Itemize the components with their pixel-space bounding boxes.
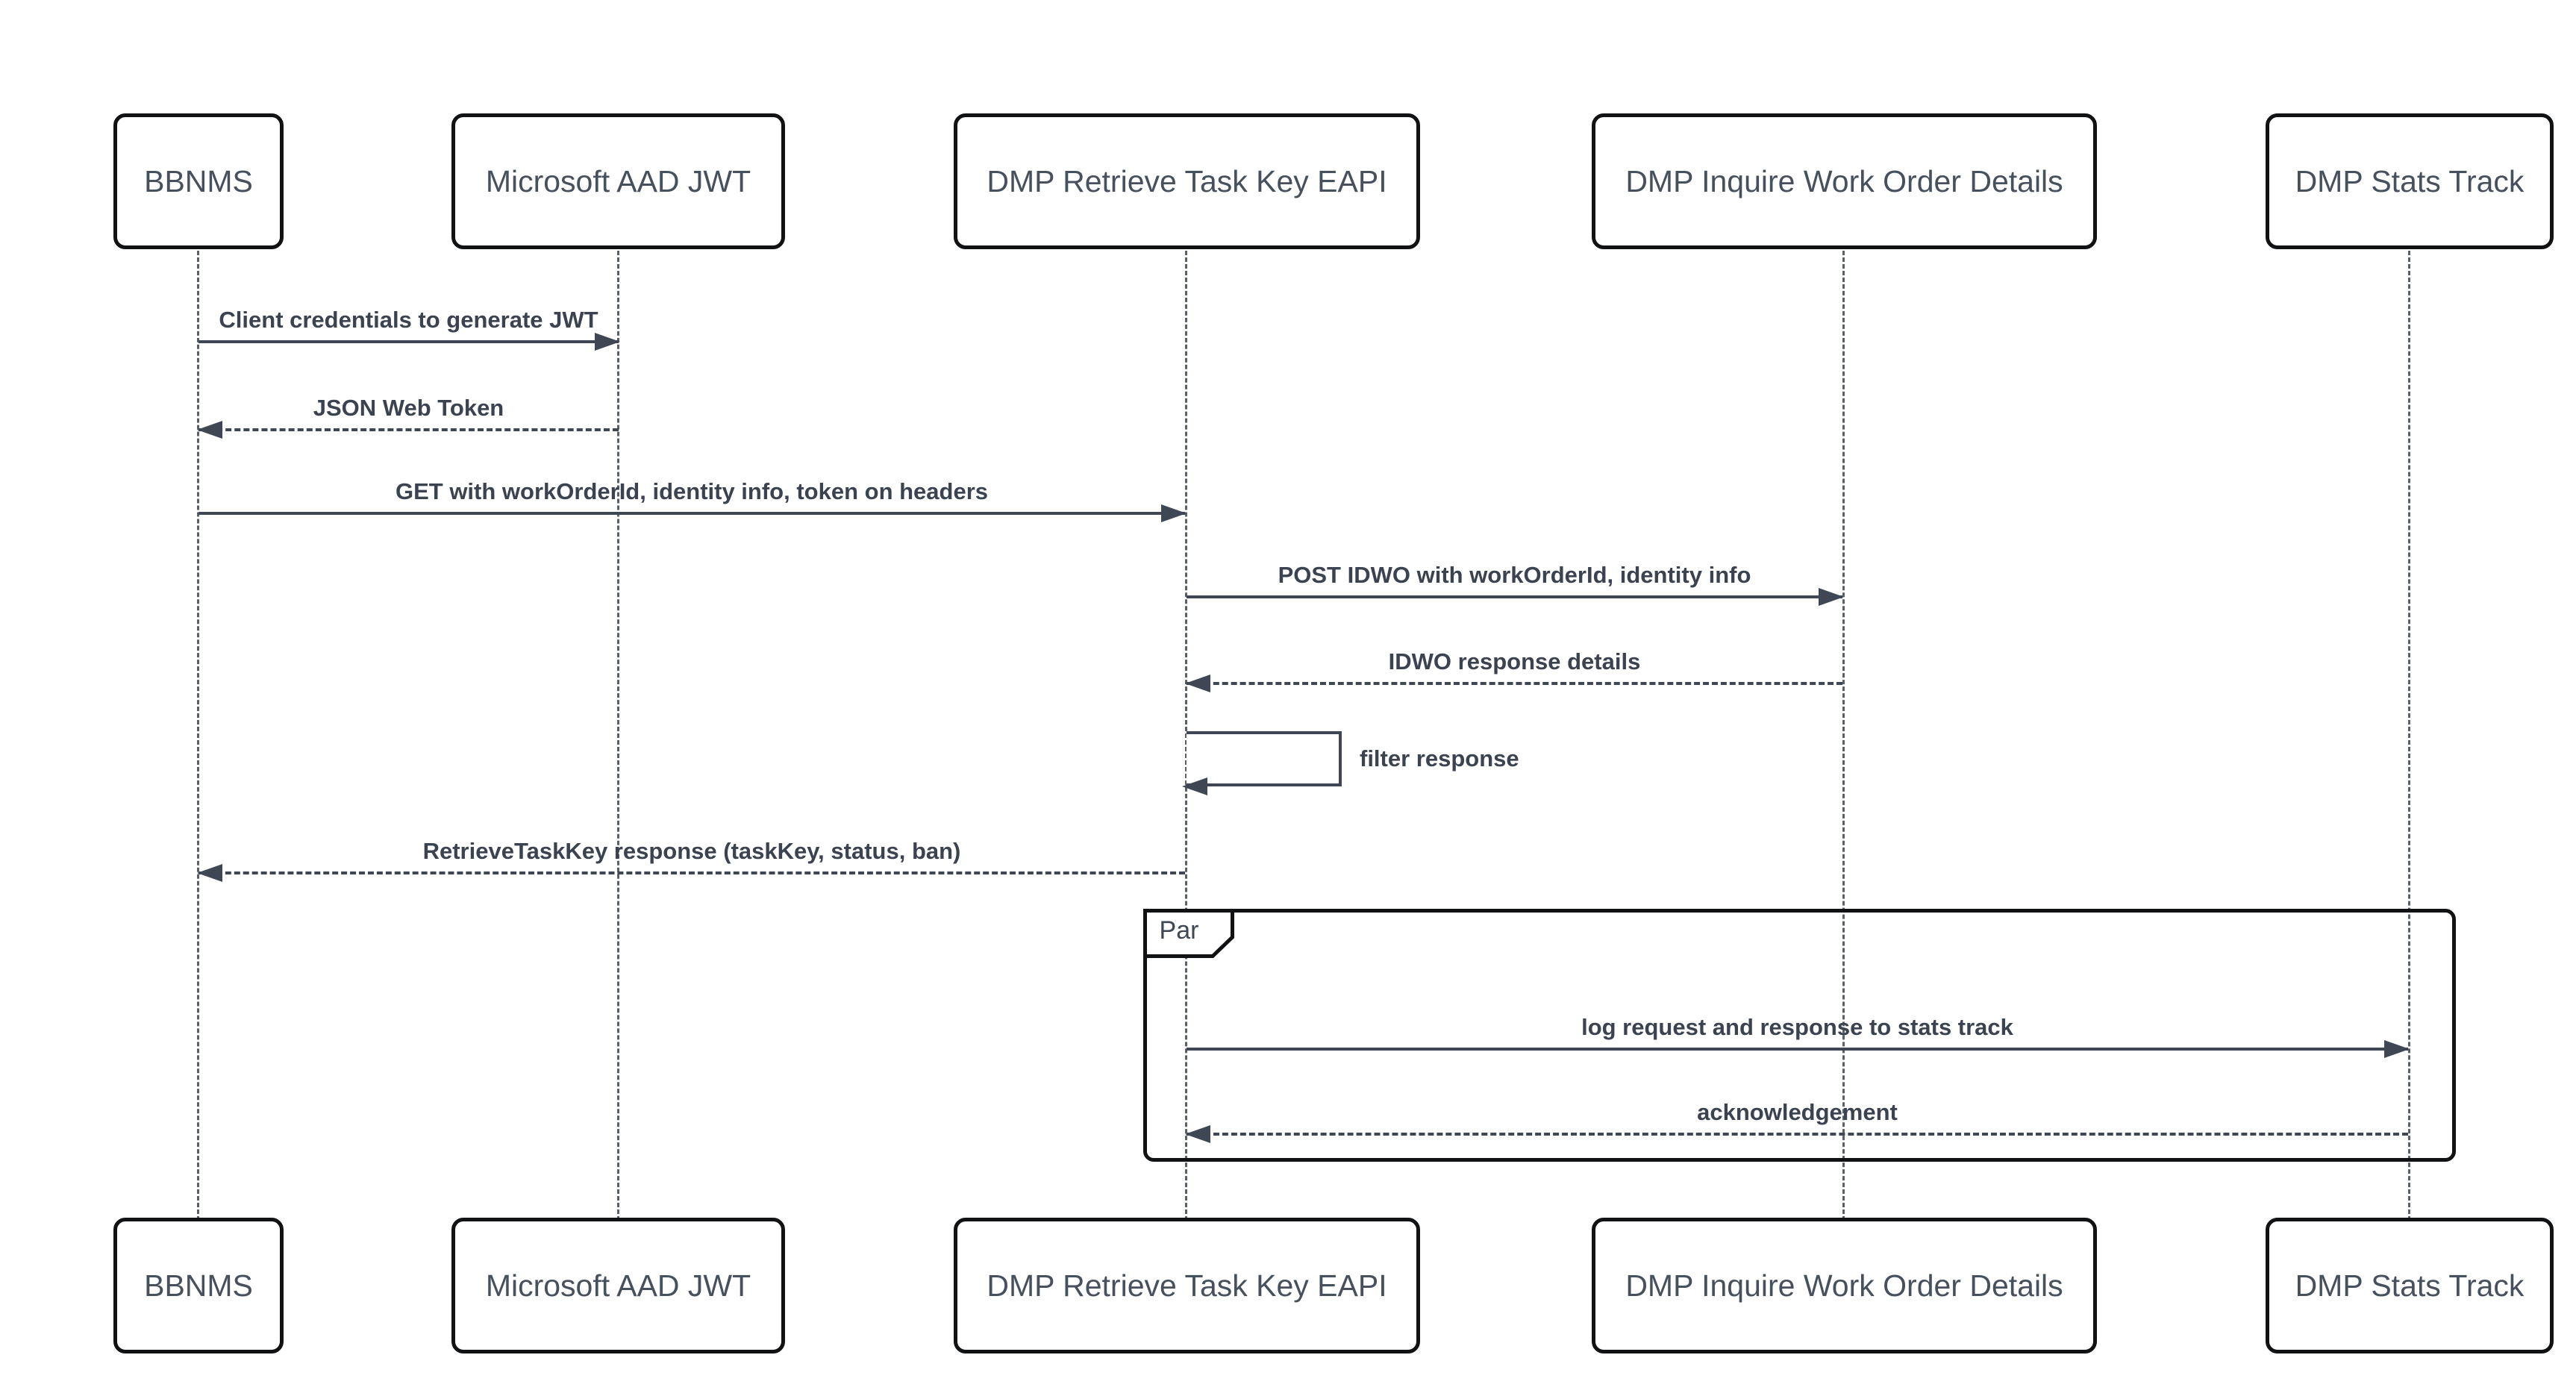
message-arrow-solid (198, 504, 1187, 522)
message-acknowledgement: acknowledgement (1185, 1097, 2408, 1143)
arrowhead-left-icon (1185, 1125, 1210, 1143)
message-label: IDWO response details (1388, 648, 1641, 675)
message-client-credentials: Client credentials to generate JWT (198, 304, 620, 351)
lifeline-bbnms (197, 251, 199, 1221)
participant-label: BBNMS (144, 163, 253, 198)
message-label: POST IDWO with workOrderId, identity inf… (1278, 562, 1751, 588)
participant-label: DMP Retrieve Task Key EAPI (987, 1268, 1387, 1303)
arrowhead-left-icon (1182, 777, 1207, 795)
arrowhead-right-icon (1819, 588, 1844, 606)
message-arrow-dashed (1185, 675, 1842, 692)
message-retrievetaskkey-response: RetrieveTaskKey response (taskKey, statu… (197, 836, 1185, 882)
message-filter-response-self-loop: filter response (1182, 731, 1519, 795)
message-arrow-dashed (197, 864, 1185, 882)
lifeline-dmp-inquire-work-order-details (1842, 251, 1845, 1221)
arrowhead-left-icon (197, 864, 222, 882)
message-label: log request and response to stats track (1581, 1014, 2013, 1040)
participant-dmp-retrieve-task-key-eapi-bottom: DMP Retrieve Task Key EAPI (954, 1218, 1420, 1353)
message-post-idwo: POST IDWO with workOrderId, identity inf… (1187, 560, 1844, 606)
par-fragment-label: Par (1159, 916, 1199, 945)
message-arrow-dashed (1185, 1125, 2408, 1143)
lifeline-dmp-retrieve-task-key-eapi (1185, 251, 1187, 1221)
participant-label: DMP Inquire Work Order Details (1625, 1268, 2063, 1303)
arrowhead-left-icon (197, 421, 222, 439)
arrowhead-left-icon (1185, 675, 1210, 692)
message-log-request: log request and response to stats track (1187, 1012, 2410, 1058)
participant-dmp-retrieve-task-key-eapi-top: DMP Retrieve Task Key EAPI (954, 113, 1420, 249)
message-label: JSON Web Token (313, 395, 504, 421)
participant-dmp-inquire-work-order-details-bottom: DMP Inquire Work Order Details (1592, 1218, 2097, 1353)
message-label: RetrieveTaskKey response (taskKey, statu… (422, 838, 961, 864)
participant-bbnms-top: BBNMS (113, 113, 284, 249)
participant-label: DMP Stats Track (2295, 1268, 2525, 1303)
message-label: GET with workOrderId, identity info, tok… (395, 478, 989, 504)
lifeline-dmp-stats-track (2408, 251, 2410, 1221)
arrowhead-right-icon (595, 333, 620, 351)
message-label: acknowledgement (1697, 1099, 1898, 1125)
message-label: filter response (1360, 745, 1519, 772)
participant-label: Microsoft AAD JWT (485, 163, 751, 198)
participant-microsoft-aad-jwt-top: Microsoft AAD JWT (451, 113, 785, 249)
participant-dmp-stats-track-top: DMP Stats Track (2266, 113, 2554, 249)
message-get-workorder: GET with workOrderId, identity info, tok… (198, 476, 1187, 522)
participant-microsoft-aad-jwt-bottom: Microsoft AAD JWT (451, 1218, 785, 1353)
message-idwo-response: IDWO response details (1185, 646, 1842, 692)
arrowhead-right-icon (1161, 504, 1187, 522)
participant-label: BBNMS (144, 1268, 253, 1303)
lifeline-microsoft-aad-jwt (617, 251, 619, 1221)
message-label: Client credentials to generate JWT (219, 307, 598, 333)
arrowhead-right-icon (2384, 1040, 2410, 1058)
message-json-web-token: JSON Web Token (197, 392, 619, 439)
participant-dmp-stats-track-bottom: DMP Stats Track (2266, 1218, 2554, 1353)
participant-label: Microsoft AAD JWT (485, 1268, 751, 1303)
participant-label: DMP Stats Track (2295, 163, 2525, 198)
message-arrow-dashed (197, 421, 619, 439)
par-fragment-tab (1143, 909, 1234, 958)
participant-label: DMP Retrieve Task Key EAPI (987, 163, 1387, 198)
message-arrow-solid (1187, 1040, 2410, 1058)
participant-label: DMP Inquire Work Order Details (1625, 163, 2063, 198)
par-fragment-frame (1143, 909, 2456, 1162)
participant-dmp-inquire-work-order-details-top: DMP Inquire Work Order Details (1592, 113, 2097, 249)
participant-bbnms-bottom: BBNMS (113, 1218, 284, 1353)
message-arrow-solid (1187, 588, 1844, 606)
message-arrow-solid (198, 333, 620, 351)
